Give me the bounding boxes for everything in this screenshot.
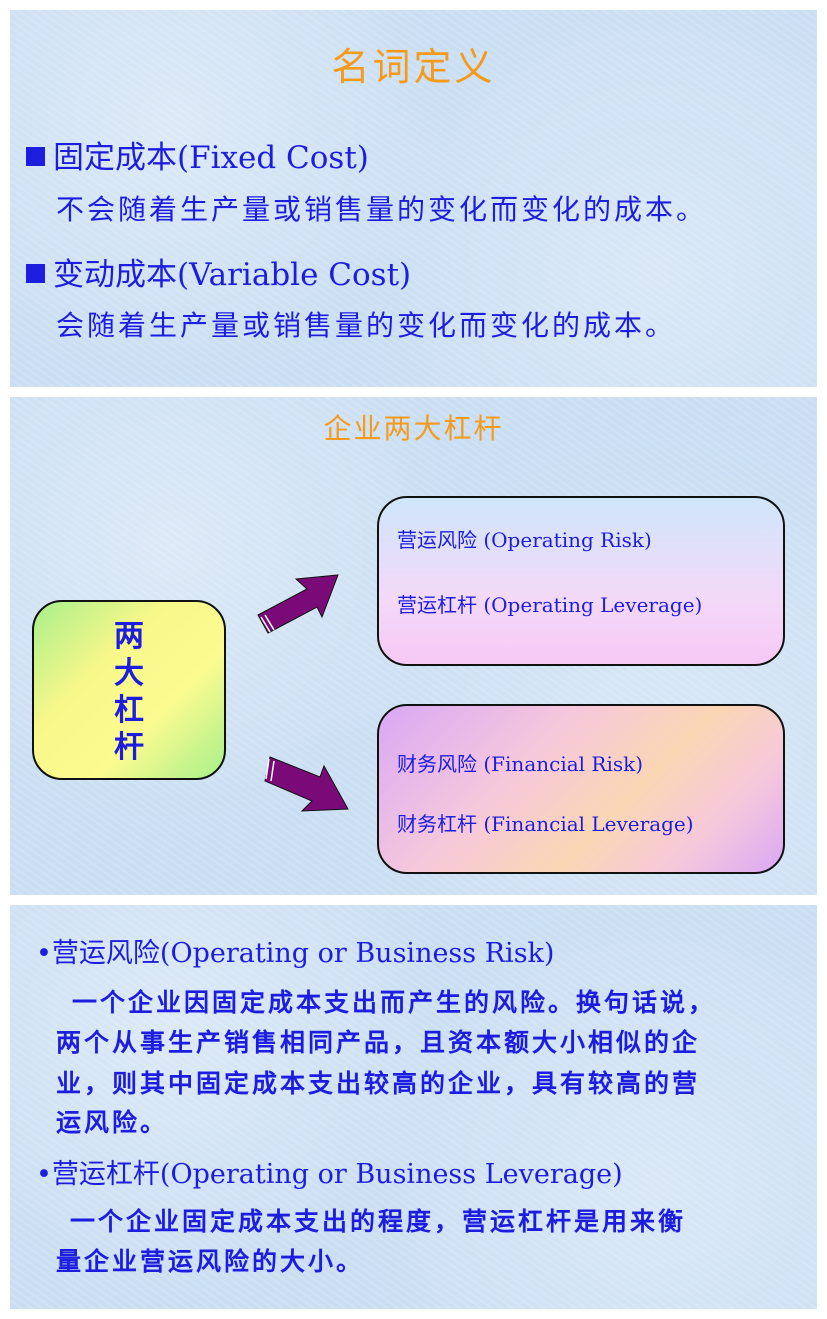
operating-box: 营运风险 (Operating Risk) 营运杠杆 (Operating Le… (377, 496, 785, 666)
center-char: 大 (114, 656, 144, 691)
term-heading-text: 固定成本(Fixed Cost) (53, 140, 369, 176)
body-line: 业，则其中固定成本支出较高的企业，具有较高的营 (56, 1069, 701, 1098)
term-heading: 变动成本(Variable Cost) (26, 249, 411, 294)
square-bullet-icon (26, 264, 45, 283)
operating-leverage-label: 营运杠杆 (Operating Leverage) (397, 593, 703, 617)
body-line: 两个从事生产销售相同产品，且资本额大小相似的企 (56, 1028, 701, 1057)
operating-risk-label: 营运风险 (Operating Risk) (397, 528, 652, 552)
body-line: 运风险。 (56, 1108, 169, 1137)
slide-title: 名词定义 (331, 45, 496, 89)
term-description: 不会随着生产量或销售量的变化而变化的成本。 (56, 193, 708, 226)
center-char: 杆 (114, 730, 144, 765)
arrow-down-right-icon (264, 756, 349, 812)
financial-leverage-label: 财务杠杆 (Financial Leverage) (397, 812, 694, 836)
term-heading-text: 变动成本(Variable Cost) (53, 257, 412, 293)
slide-operating-risk: •营运风险(Operating or Business Risk) 一个企业因固… (10, 905, 817, 1309)
body-line: 一个企业固定成本支出的程度，营运杠杆是用来衡 (70, 1207, 687, 1236)
center-char: 杠 (114, 693, 144, 728)
slide-two-leverages: 企业两大杠杆 两 大 杠 杆 营运风险 (Operating Risk) 营运杠… (10, 397, 817, 895)
slide-definitions: 名词定义 固定成本(Fixed Cost) 不会随着生产量或销售量的变化而变化的… (10, 10, 817, 387)
section-heading: •营运风险(Operating or Business Risk) (36, 938, 555, 969)
financial-box: 财务风险 (Financial Risk) 财务杠杆 (Financial Le… (377, 704, 785, 874)
section-heading: •营运杠杆(Operating or Business Leverage) (36, 1159, 623, 1190)
square-bullet-icon (26, 147, 45, 166)
arrow-up-right-icon (257, 574, 339, 634)
body-line: 一个企业因固定成本支出而产生的风险。换句话说， (72, 988, 717, 1017)
term-heading: 固定成本(Fixed Cost) (26, 132, 369, 177)
body-line: 量企业营运风险的大小。 (56, 1247, 365, 1276)
center-box: 两 大 杠 杆 (32, 600, 226, 780)
slide-title: 企业两大杠杆 (323, 412, 504, 445)
center-char: 两 (114, 619, 144, 654)
financial-risk-label: 财务风险 (Financial Risk) (397, 752, 644, 776)
term-description: 会随着生产量或销售量的变化而变化的成本。 (56, 309, 677, 342)
